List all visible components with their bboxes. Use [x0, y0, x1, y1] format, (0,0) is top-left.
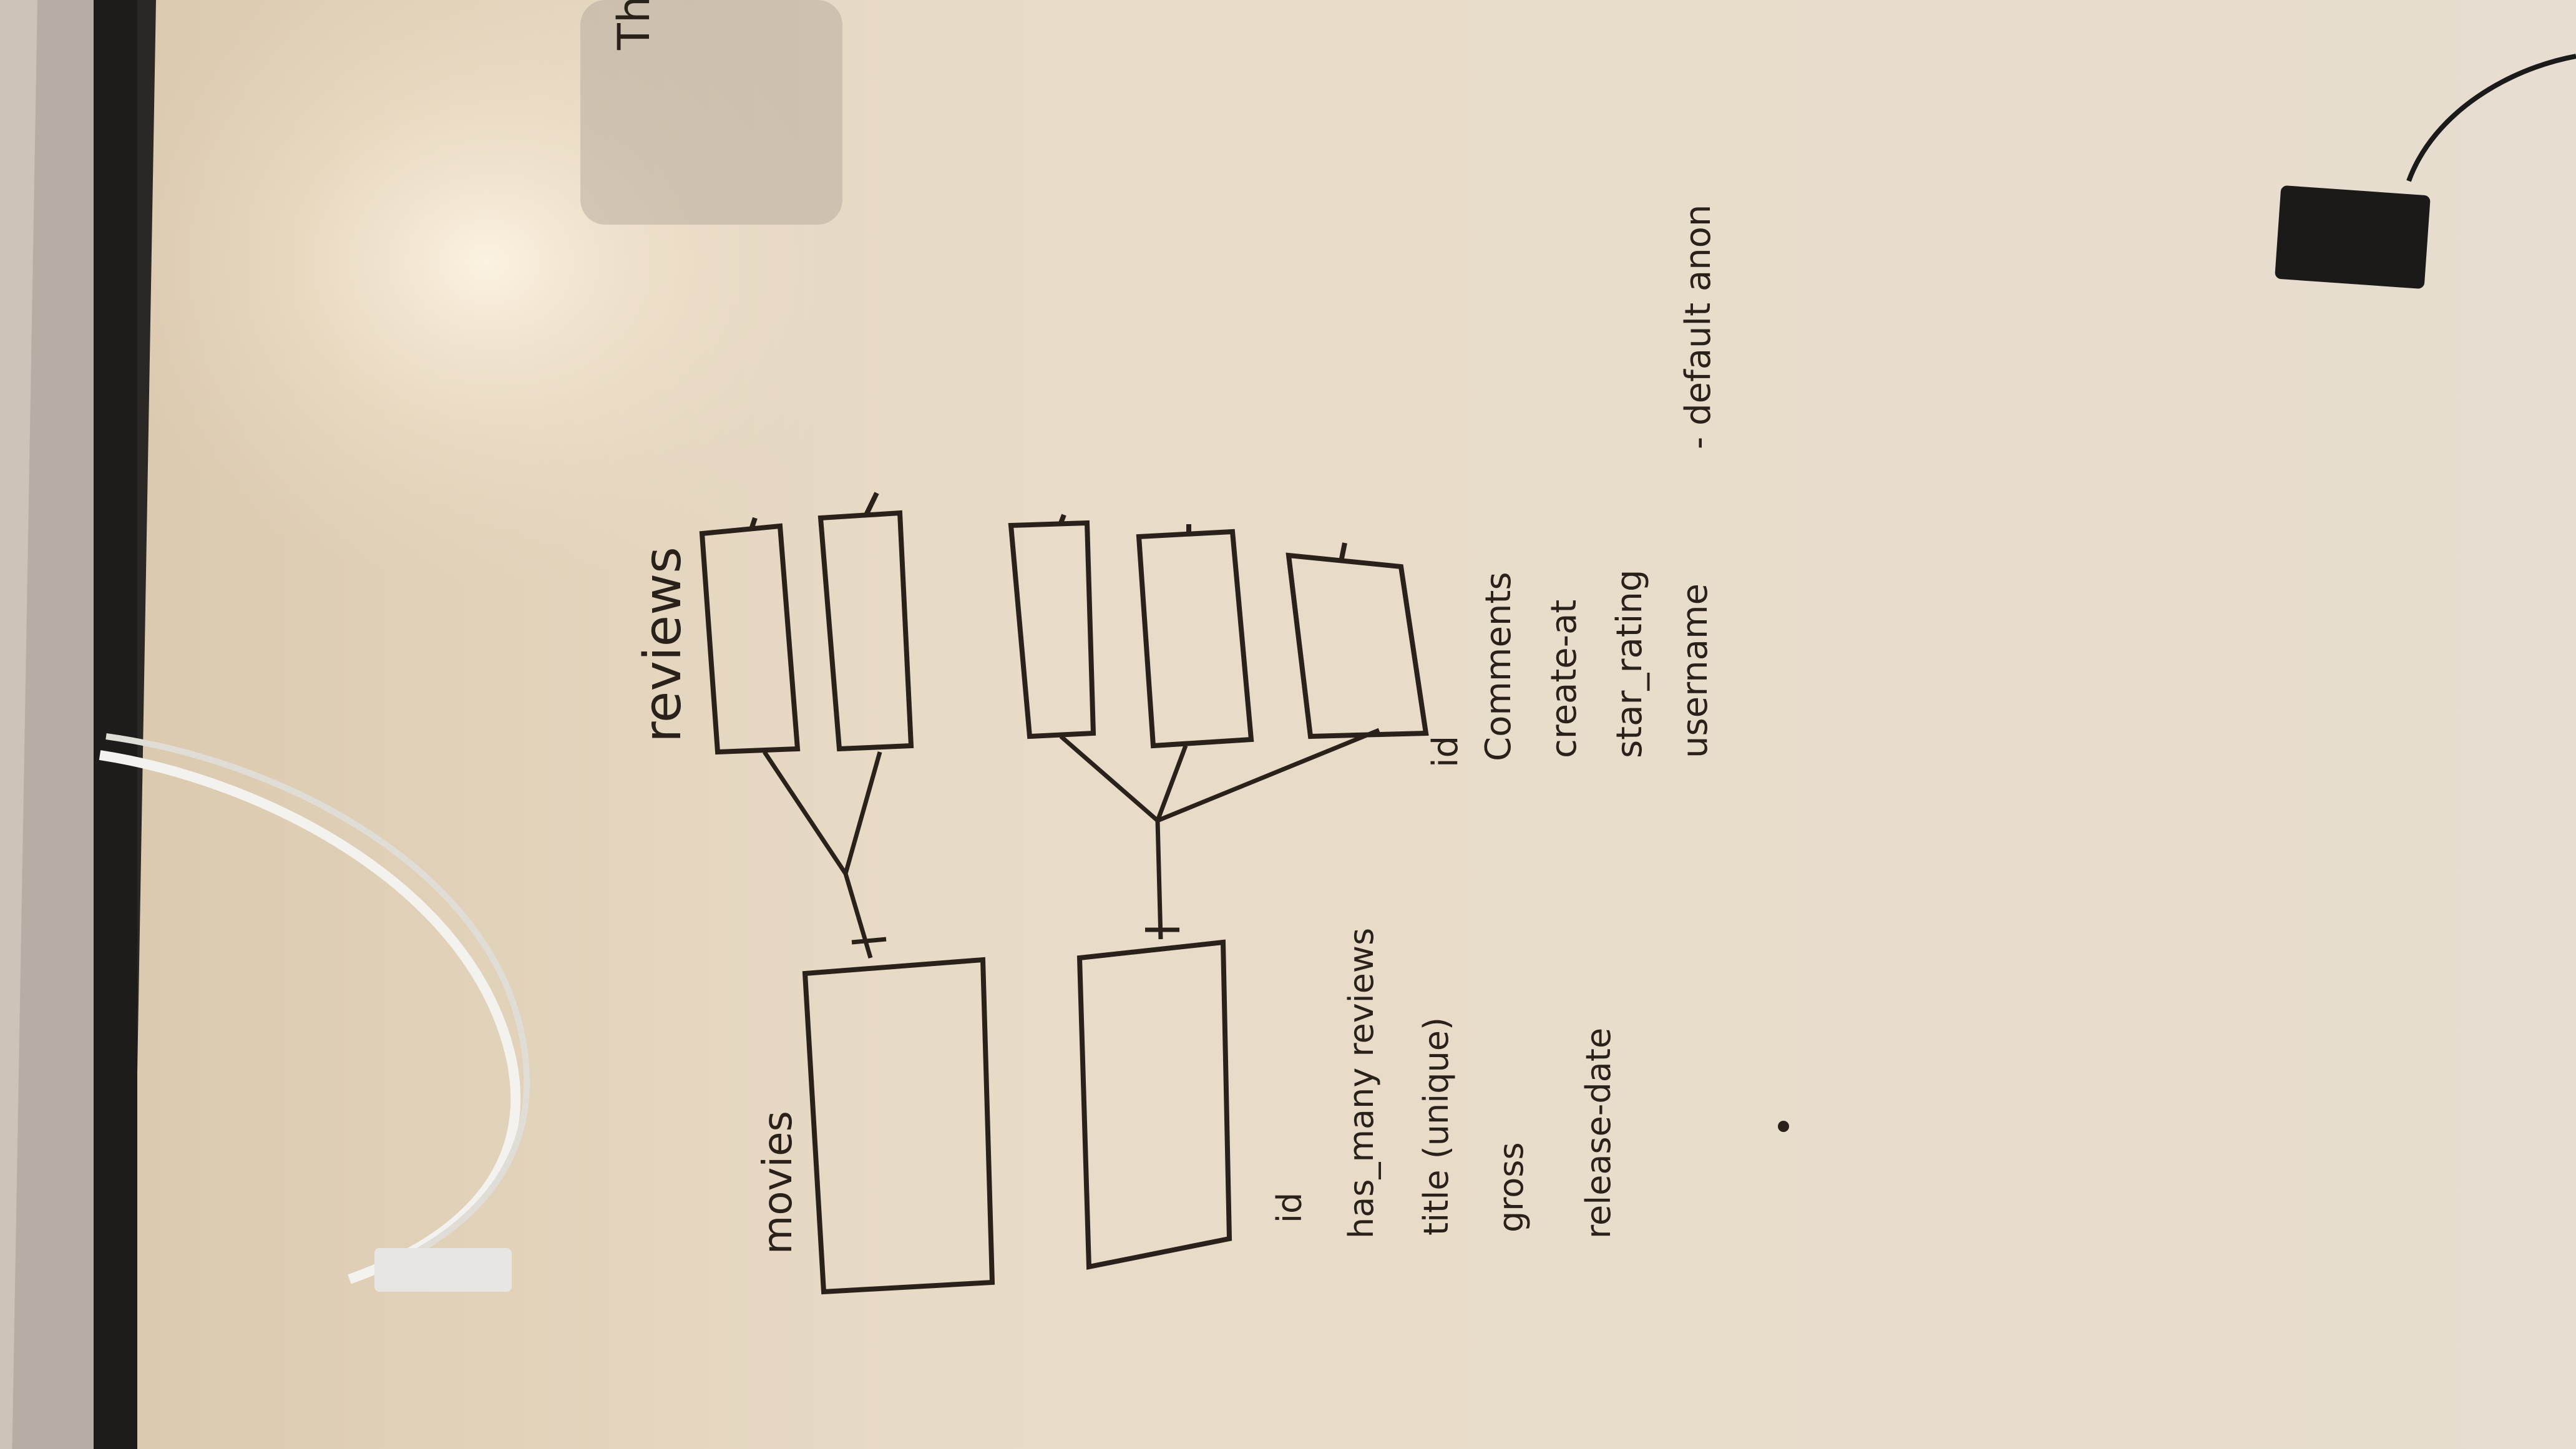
review-field-username: username — [1675, 583, 1715, 758]
movie-field-release-date: release-date — [1579, 1028, 1618, 1239]
movies-box-2 — [1076, 939, 1232, 1270]
white-cable-2 — [105, 733, 530, 1270]
movie-field-id: id — [1270, 1193, 1309, 1223]
review-field-create-at: create-at — [1544, 600, 1584, 758]
shadow-patch — [580, 0, 842, 225]
relationship-lines — [763, 728, 1380, 959]
reviews-table — [699, 492, 1429, 755]
review-field-star-rating: star_rating — [1609, 570, 1650, 758]
link-movies-1 — [763, 751, 882, 959]
black-device — [2275, 185, 2431, 289]
partial-title: Th — [608, 0, 660, 51]
movie-field-title: title (unique) — [1417, 1017, 1456, 1236]
review-field-comments: Comments — [1478, 572, 1519, 761]
movie-field-gross: gross — [1491, 1142, 1531, 1232]
reviews-box-2 — [817, 510, 914, 752]
board-tray-lip — [94, 0, 137, 1449]
reviews-box-4 — [1136, 529, 1254, 749]
review-field-list: id Comments create-at star_rating userna… — [1425, 570, 1715, 768]
review-field-id: id — [1425, 736, 1466, 768]
movie-field-has-many: has_many reviews — [1342, 928, 1381, 1239]
link-movies-2 — [1059, 728, 1380, 940]
reviews-box-1 — [699, 523, 801, 755]
movie-field-list: id has_many reviews title (unique) gross… — [1270, 928, 1618, 1239]
board-tray — [0, 0, 94, 1449]
link-movies-1-bar — [851, 937, 887, 945]
movies-table — [802, 939, 1232, 1295]
movies-label: movies — [755, 1111, 801, 1254]
marker-dot — [1778, 1121, 1789, 1132]
username-annotation: - default anon — [1678, 205, 1719, 449]
movies-box-1 — [802, 957, 995, 1295]
cable-plug — [374, 1248, 512, 1292]
reviews-label: reviews — [633, 547, 693, 743]
reviews-box-5 — [1286, 552, 1429, 739]
black-cable — [2406, 54, 2576, 182]
reviews-box-3 — [1008, 520, 1096, 739]
